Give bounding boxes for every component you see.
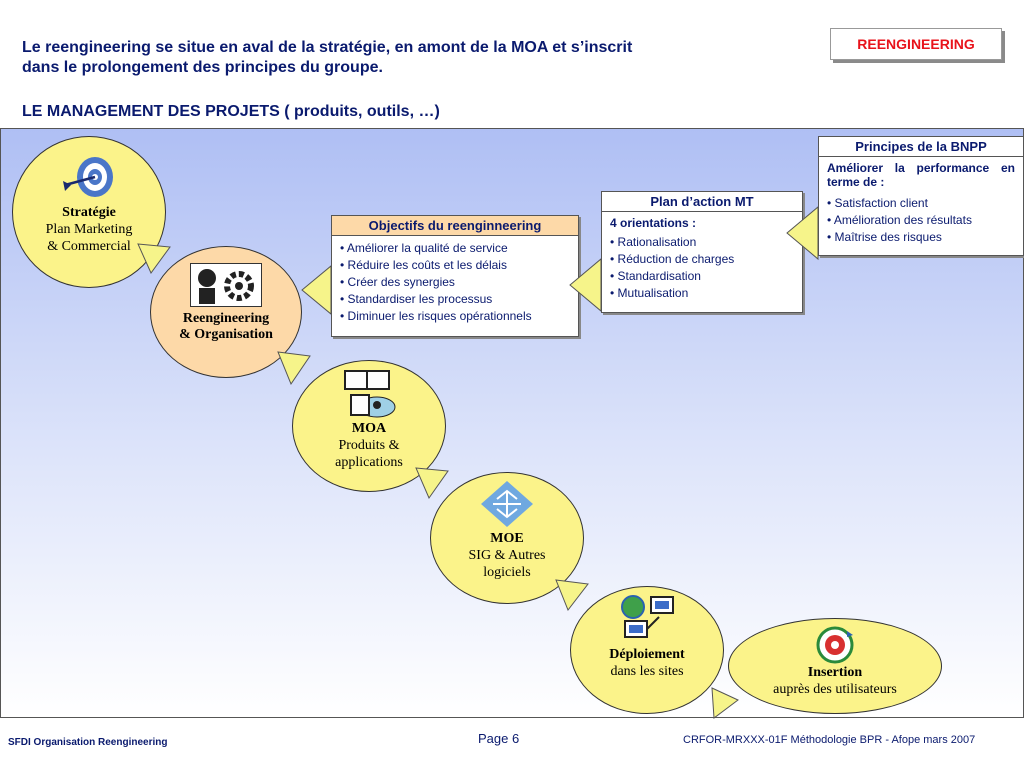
step-title: Insertion (807, 665, 863, 680)
step-line: & Organisation (179, 327, 273, 342)
title-line-2: dans le prolongement des principes du gr… (22, 59, 383, 76)
step-title: Stratégie (62, 205, 116, 220)
list-item: • Réduction de charges (610, 252, 735, 266)
step-title: Reengineering (182, 311, 270, 326)
principes-intro: Améliorer la performance en terme de : (827, 161, 1015, 189)
step-moe: MOE SIG & Autres logiciels (430, 472, 584, 604)
list-item: • Rationalisation (610, 235, 697, 249)
book-icon (339, 367, 399, 419)
objectifs-box: Objectifs du reenginneering • Améliorer … (331, 215, 579, 337)
list-item: • Standardiser les processus (340, 292, 493, 306)
flow-arrow (569, 257, 602, 313)
box-title: Plan d’action MT (602, 192, 802, 212)
step-line: & Commercial (47, 239, 131, 254)
globe-icon (815, 625, 855, 665)
footer-left: SFDI Organisation Reengineering (8, 737, 168, 748)
step-line: applications (335, 455, 403, 470)
step-line: Plan Marketing (45, 222, 133, 237)
list-item: • Mutualisation (610, 286, 689, 300)
list-item: • Améliorer la qualité de service (340, 241, 508, 255)
page-number: Page 6 (478, 731, 520, 746)
chip-icon (479, 479, 535, 529)
flow-arrow (711, 687, 739, 719)
step-deploiement: Déploiement dans les sites (570, 586, 724, 714)
objectifs-list: • Améliorer la qualité de service • Rédu… (332, 240, 578, 325)
plan-list: • Rationalisation • Réduction de charges… (602, 234, 802, 302)
step-title: MOE (490, 531, 524, 546)
section-badge: REENGINEERING (830, 28, 1002, 60)
step-insertion: Insertion auprès des utilisateurs (728, 618, 942, 714)
computers-icon (617, 593, 677, 643)
step-line: auprès des utilisateurs (773, 682, 897, 697)
target-icon (61, 155, 117, 201)
step-line: Produits & (338, 438, 400, 453)
flow-arrow (301, 264, 332, 316)
step-reengineering: Reengineering & Organisation (150, 246, 302, 378)
step-line: SIG & Autres (468, 548, 546, 563)
step-title: Déploiement (609, 647, 685, 662)
section-subtitle: LE MANAGEMENT DES PROJETS ( produits, ou… (22, 103, 440, 120)
list-item: • Satisfaction client (827, 196, 928, 210)
flow-arrow (277, 351, 311, 386)
principes-box: Principes de la BNPP Améliorer la perfor… (818, 136, 1024, 256)
step-line: logiciels (483, 565, 531, 580)
list-item: • Créer des synergies (340, 275, 455, 289)
box-title: Principes de la BNPP (819, 137, 1023, 157)
step-line: dans les sites (610, 664, 684, 679)
principes-list: • Satisfaction client • Amélioration des… (819, 195, 1023, 246)
list-item: • Maîtrise des risques (827, 230, 942, 244)
footer-right: CRFOR-MRXXX-01F Méthodologie BPR - Afope… (683, 734, 976, 746)
gears-icon (190, 263, 262, 307)
flow-arrow (137, 243, 171, 274)
list-item: • Amélioration des résultats (827, 213, 972, 227)
title-line-1: Le reengineering se situe en aval de la … (22, 39, 633, 56)
step-strategie: Stratégie Plan Marketing & Commercial (12, 136, 166, 288)
plan-intro: 4 orientations : (610, 216, 697, 230)
list-item: • Diminuer les risques opérationnels (340, 309, 532, 323)
flow-arrow (415, 467, 449, 500)
flow-arrow (555, 579, 589, 612)
flow-arrow (786, 205, 819, 261)
box-title: Objectifs du reenginneering (332, 216, 578, 236)
list-item: • Standardisation (610, 269, 701, 283)
plan-box: Plan d’action MT 4 orientations : • Rati… (601, 191, 803, 313)
list-item: • Réduire les coûts et les délais (340, 258, 507, 272)
step-title: MOA (351, 421, 387, 436)
